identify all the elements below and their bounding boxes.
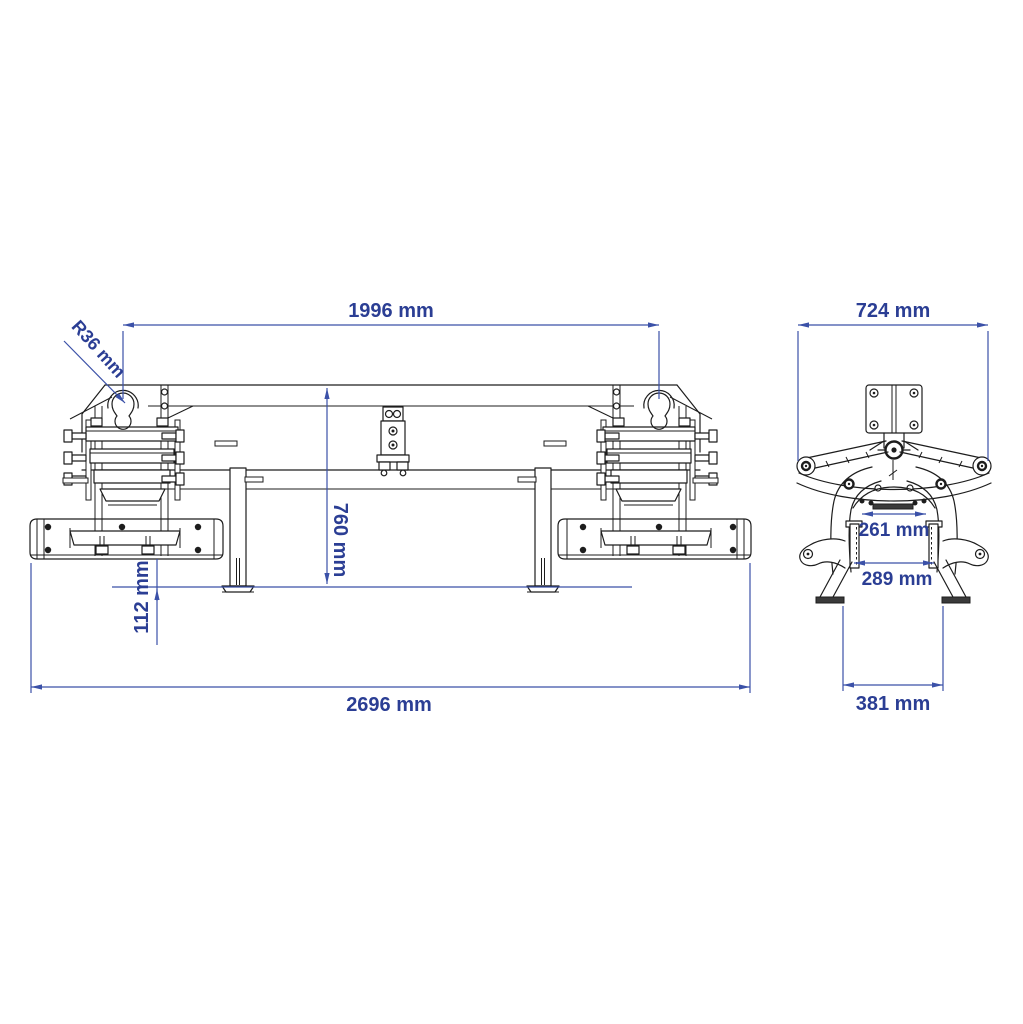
dim-overall-height: 760 mm: [324, 388, 351, 584]
dim-jaw-width-label: 289 mm: [862, 569, 933, 590]
clamp-pad-left: [29, 518, 224, 560]
support-leg-right: [517, 467, 560, 593]
dim-foot-spacing: 381 mm: [842, 606, 944, 715]
clamp-tower-left: [29, 385, 238, 560]
side-view: [796, 384, 992, 604]
dimension-layer: 1996 mm R36 mm 724 mm 760 mm 112 mm 2696…: [30, 300, 989, 716]
gusset-left: [167, 405, 194, 419]
dim-jaw-opening: 261 mm: [859, 511, 930, 541]
dim-ground-clearance-label: 112 mm: [131, 560, 153, 633]
frame-feet: [815, 559, 971, 604]
dim-ground-clearance: 112 mm: [112, 559, 632, 645]
front-view: [29, 384, 752, 593]
dim-hole-spacing: 1996 mm: [122, 300, 660, 399]
bolt-row-inner: [161, 429, 185, 486]
dim-foot-spacing-label: 381 mm: [856, 693, 931, 715]
dim-overall-width-label: 2696 mm: [346, 694, 432, 716]
dim-slot-radius: R36 mm: [63, 316, 130, 404]
bolt-row-left: [63, 429, 87, 486]
curved-yoke: [796, 460, 992, 502]
dim-overall-width: 2696 mm: [30, 563, 751, 716]
dim-hole-spacing-label: 1996 mm: [348, 300, 434, 322]
side-hooks: [799, 538, 989, 569]
center-bracket: [376, 406, 410, 477]
side-top-plate: [865, 384, 923, 434]
gusset-right: [587, 405, 614, 419]
dim-jaw-opening-label: 261 mm: [859, 520, 930, 541]
jaw-pads: [845, 520, 943, 569]
upper-link-arms: [796, 440, 992, 476]
dim-side-width-label: 724 mm: [856, 300, 931, 322]
lifting-beam: [69, 384, 713, 490]
clamp-tower-right: [543, 384, 752, 560]
support-leg-left: [221, 467, 264, 593]
dim-side-width: 724 mm: [797, 300, 989, 461]
pivot-clevis: [869, 432, 919, 460]
dim-overall-height-label: 760 mm: [329, 503, 351, 578]
dim-jaw-width: 289 mm: [854, 560, 934, 590]
dim-slot-radius-label: R36 mm: [68, 316, 130, 381]
